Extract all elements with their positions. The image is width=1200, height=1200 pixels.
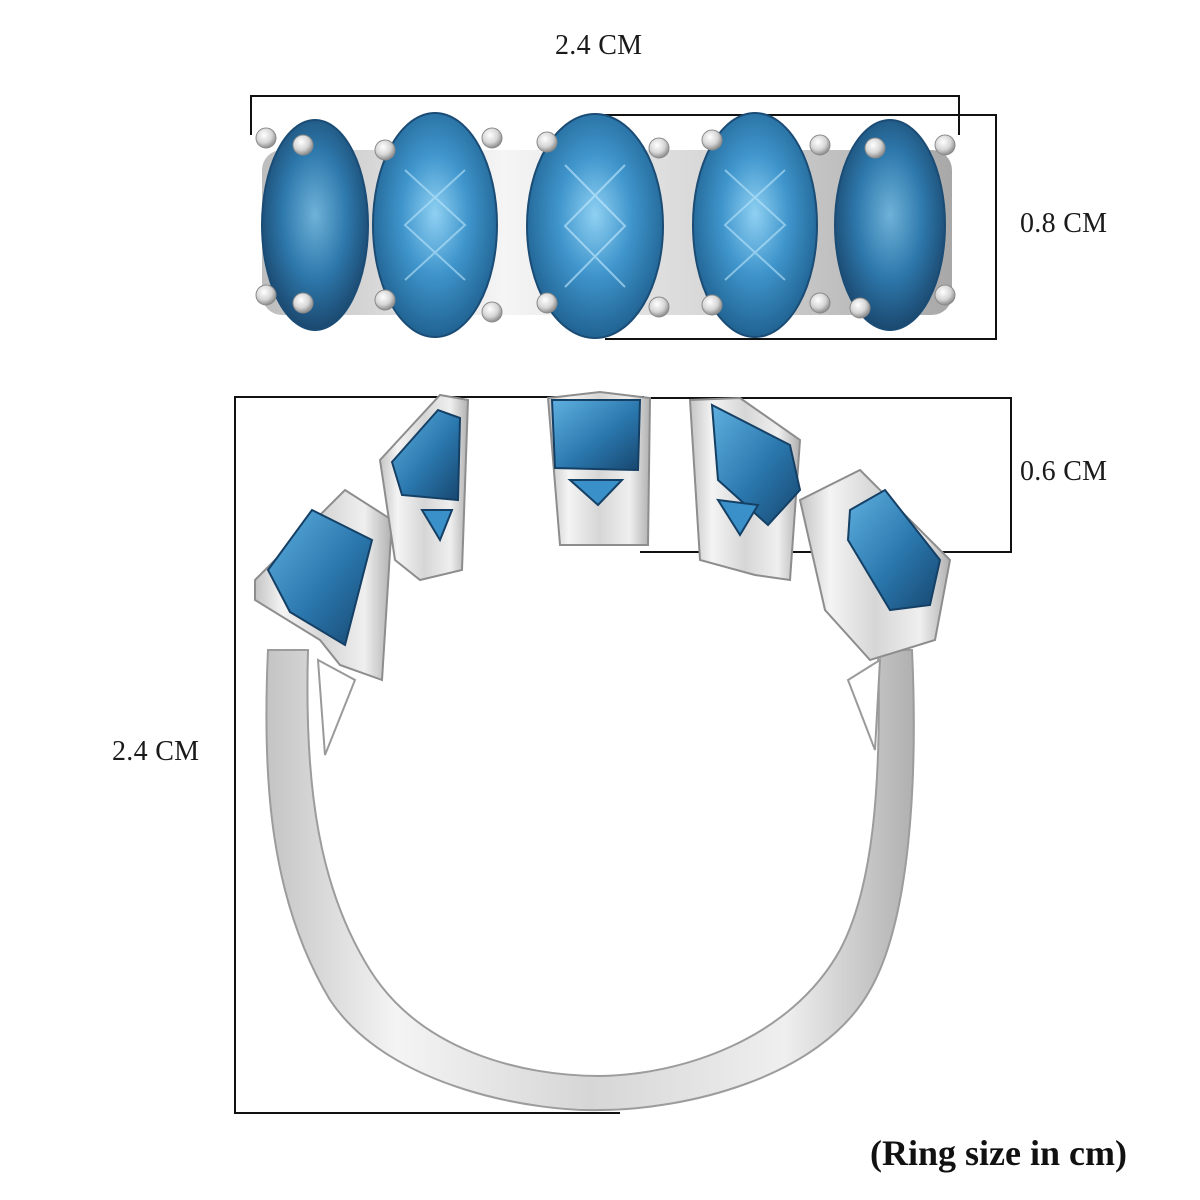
side-total-height-bracket — [234, 396, 620, 1114]
ring-size-caption: (Ring size in cm) — [870, 1133, 1127, 1173]
top-width-label: 2.4 CM — [555, 30, 643, 61]
top-prongs — [255, 127, 956, 323]
ring-shank — [265, 649, 915, 1112]
top-height-label: 0.8 CM — [1020, 208, 1108, 239]
side-top-height-label: 0.6 CM — [1020, 456, 1108, 487]
top-height-bracket — [605, 114, 997, 340]
side-stones — [266, 399, 942, 647]
top-stones — [261, 112, 946, 339]
side-total-height-label: 2.4 CM — [112, 736, 200, 767]
